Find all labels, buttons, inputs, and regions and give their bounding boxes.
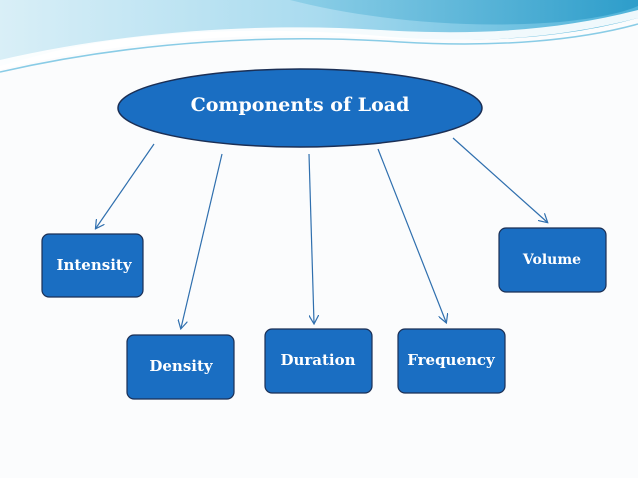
component-label-duration: Duration: [280, 351, 355, 369]
component-density: Density: [126, 334, 235, 400]
arrow-to-frequency: [377, 148, 446, 322]
arrow-to-duration: [308, 153, 314, 323]
root-node: Components of Load: [117, 68, 483, 148]
arrow-to-volume: [452, 137, 547, 222]
component-box: [498, 227, 607, 293]
component-label-frequency: Frequency: [407, 351, 496, 369]
wave-band-white: [0, 10, 638, 70]
wave-line: [0, 23, 638, 73]
component-box: [397, 328, 506, 394]
component-box: [126, 334, 235, 400]
component-label-density: Density: [149, 357, 214, 375]
component-volume: Volume: [498, 227, 607, 293]
arrow-to-intensity: [96, 143, 155, 228]
root-ellipse: [117, 68, 483, 148]
component-label-intensity: Intensity: [56, 256, 132, 274]
component-frequency: Frequency: [397, 328, 506, 394]
component-box: [41, 233, 144, 298]
component-intensity: Intensity: [41, 233, 144, 298]
arrow-to-density: [181, 153, 223, 328]
component-label-volume: Volume: [522, 252, 581, 268]
component-duration: Duration: [264, 328, 373, 394]
wave-band-dark: [290, 0, 638, 25]
root-label: Components of Load: [191, 94, 410, 116]
component-box: [264, 328, 373, 394]
arrows: [96, 137, 547, 328]
